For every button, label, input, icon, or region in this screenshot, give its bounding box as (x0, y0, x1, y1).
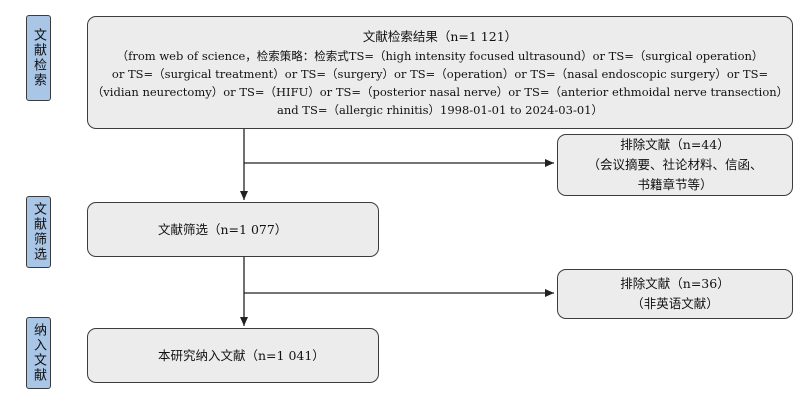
included-box: 本研究纳入文献（n=1 041） (87, 328, 379, 383)
search-strategy-line-4: and TS=（allergic rhinitis）1998-01-01 to … (277, 102, 603, 117)
screened-box: 文献筛选（n=1 077） (87, 202, 379, 257)
exclude-box-1: 排除文献（n=44） （会议摘要、社论材料、信函、 书籍章节等） (557, 134, 793, 196)
search-strategy-line-1: （from web of science，检索策略：检索式TS=（high in… (116, 48, 764, 63)
exclude-2-title: 排除文献（n=36） (620, 276, 730, 291)
screened-text: 文献筛选（n=1 077） (158, 221, 288, 237)
exclude-box-2: 排除文献（n=36） （非英语文献） (557, 269, 793, 319)
exclude-1-reason-line-2: 书籍章节等） (637, 177, 713, 192)
search-strategy-line-3: （vidian neurectomy）or TS=（HIFU）or TS=（po… (91, 84, 789, 99)
exclude-2-reason: （非英语文献） (631, 296, 719, 311)
search-result-box: 文献检索结果（n=1 121） （from web of science，检索策… (87, 16, 793, 129)
stage-label-search: 文献检索 (26, 15, 51, 101)
included-text: 本研究纳入文献（n=1 041） (158, 347, 325, 363)
stage-label-include: 纳入文献 (26, 317, 51, 389)
search-result-title: 文献检索结果（n=1 121） (362, 28, 518, 44)
exclude-1-reason-line-1: （会议摘要、社论材料、信函、 (587, 157, 763, 172)
stage-label-search-text: 文献检索 (31, 28, 46, 88)
stage-label-screen: 文献筛选 (26, 196, 51, 268)
exclude-1-title: 排除文献（n=44） (620, 137, 730, 152)
stage-label-include-text: 纳入文献 (31, 323, 46, 383)
search-strategy-line-2: or TS=（surgical treatment）or TS=（surgery… (111, 66, 769, 81)
stage-label-screen-text: 文献筛选 (31, 202, 46, 262)
